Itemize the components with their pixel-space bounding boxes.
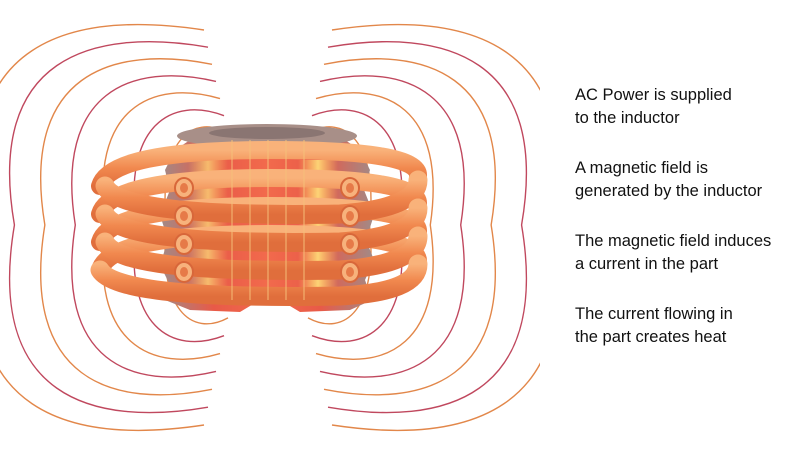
caption-heat: The current flowing in the part creates …	[575, 303, 797, 349]
process-captions: AC Power is supplied to the inductor A m…	[575, 84, 797, 376]
caption-ac-power: AC Power is supplied to the inductor	[575, 84, 797, 130]
caption-magnetic-field: A magnetic field is generated by the ind…	[575, 157, 797, 203]
caption-induced-current: The magnetic field induces a current in …	[575, 230, 797, 276]
induction-heating-illustration	[0, 0, 540, 449]
